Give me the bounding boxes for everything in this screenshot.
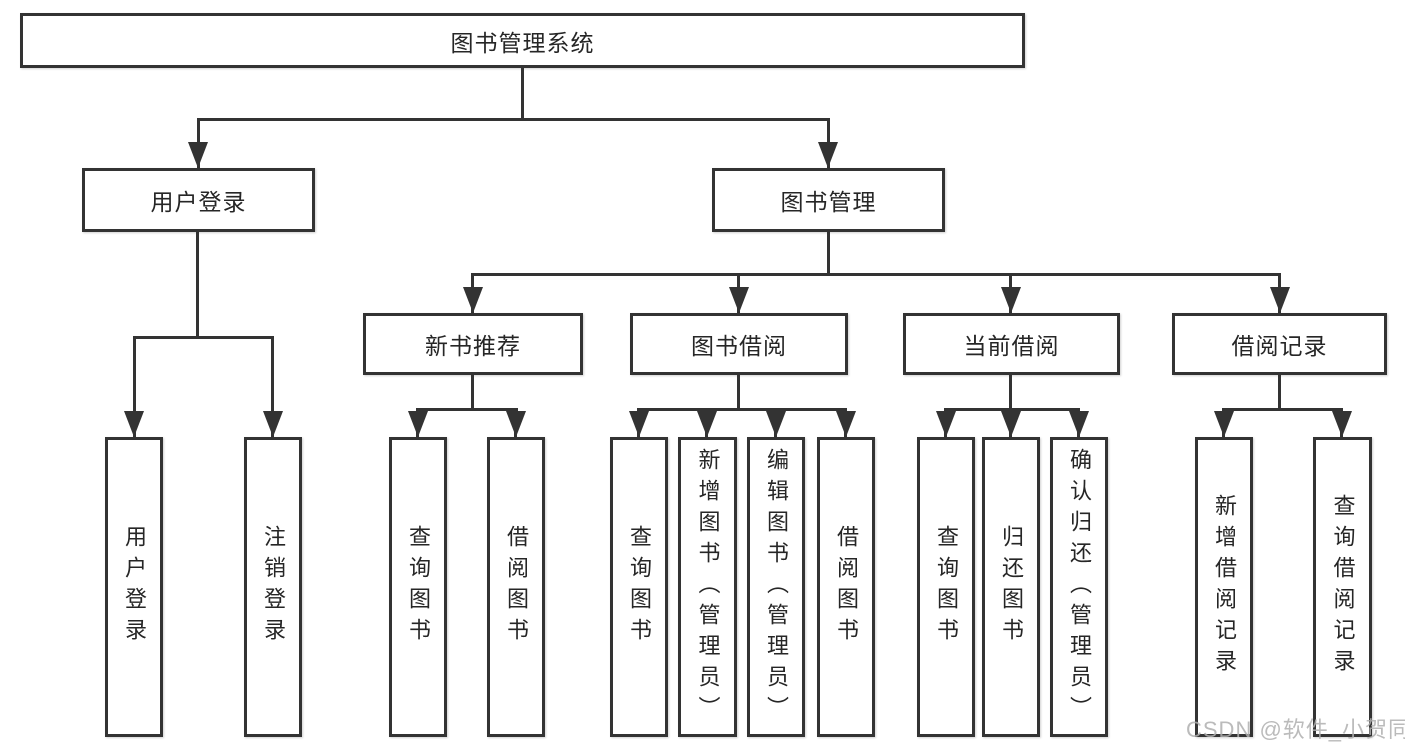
connector-line bbox=[827, 232, 830, 273]
connector-line bbox=[417, 408, 518, 411]
node-label: 查询图书 bbox=[406, 525, 431, 649]
node-new-book-recommendation: 新书推荐 bbox=[363, 313, 583, 375]
arrow-down-icon bbox=[936, 411, 956, 437]
leaf-add-borrow-record: 新增借阅记录 bbox=[1195, 437, 1253, 737]
leaf-edit-books-admin: 编辑图书（管理员） bbox=[747, 437, 805, 737]
connector-line bbox=[737, 375, 740, 408]
connector-line bbox=[1223, 408, 1343, 411]
leaf-return-books: 归还图书 bbox=[982, 437, 1040, 737]
arrow-down-icon bbox=[1214, 411, 1234, 437]
arrow-down-icon bbox=[729, 287, 749, 313]
arrow-down-icon bbox=[188, 142, 208, 168]
node-label: 新增借阅记录 bbox=[1212, 494, 1237, 680]
node-label: 图书管理 bbox=[780, 189, 877, 215]
arrow-down-icon bbox=[463, 287, 483, 313]
connector-line bbox=[521, 68, 524, 118]
node-label: 查询借阅记录 bbox=[1330, 494, 1356, 680]
node-label: 用户登录 bbox=[150, 189, 247, 215]
connector-line bbox=[196, 232, 199, 336]
node-label: 新书推荐 bbox=[425, 333, 521, 359]
arrow-down-icon bbox=[629, 411, 649, 437]
arrow-down-icon bbox=[1069, 411, 1089, 437]
arrow-down-icon bbox=[697, 411, 717, 437]
node-borrowing-records: 借阅记录 bbox=[1172, 313, 1387, 375]
arrow-down-icon bbox=[124, 411, 144, 437]
node-label: 借阅记录 bbox=[1231, 333, 1328, 359]
node-label: 借阅图书 bbox=[834, 525, 859, 649]
leaf-add-books-admin: 新增图书（管理员） bbox=[678, 437, 737, 737]
csdn-watermark: CSDN @软件_小贺同学 bbox=[1186, 717, 1405, 742]
connector-line bbox=[472, 273, 1281, 276]
arrow-down-icon bbox=[1332, 411, 1352, 437]
arrow-down-icon bbox=[1001, 411, 1021, 437]
node-user-login: 用户登录 bbox=[82, 168, 315, 232]
node-label: 用户登录 bbox=[122, 525, 147, 649]
node-label: 查询图书 bbox=[627, 525, 652, 649]
leaf-query-books: 查询图书 bbox=[610, 437, 668, 737]
node-label: 注销登录 bbox=[261, 525, 286, 649]
arrow-down-icon bbox=[408, 411, 428, 437]
connector-line bbox=[1009, 375, 1012, 408]
leaf-borrow-books: 借阅图书 bbox=[487, 437, 545, 737]
leaf-query-books: 查询图书 bbox=[917, 437, 975, 737]
node-book-borrowing: 图书借阅 bbox=[630, 313, 848, 375]
connector-line bbox=[197, 118, 830, 121]
connector-line bbox=[471, 375, 474, 408]
connector-line bbox=[271, 336, 274, 437]
node-label: 编辑图书（管理员） bbox=[764, 447, 789, 727]
connector-line bbox=[945, 408, 1080, 411]
node-label: 图书管理系统 bbox=[450, 29, 595, 56]
arrow-down-icon bbox=[836, 411, 856, 437]
node-root-library-management-system: 图书管理系统 bbox=[20, 13, 1025, 68]
arrow-down-icon bbox=[1001, 287, 1021, 313]
connector-line bbox=[1278, 375, 1281, 408]
leaf-user-login: 用户登录 bbox=[105, 437, 163, 737]
node-label: 新增图书（管理员） bbox=[695, 447, 721, 727]
arrow-down-icon bbox=[263, 411, 283, 437]
node-label: 图书借阅 bbox=[691, 333, 787, 359]
node-label: 确认归还（管理员） bbox=[1067, 447, 1092, 727]
connector-line bbox=[638, 408, 847, 411]
node-label: 借阅图书 bbox=[504, 525, 529, 649]
node-label: 归还图书 bbox=[999, 525, 1024, 649]
connector-line bbox=[133, 336, 136, 437]
leaf-borrow-books: 借阅图书 bbox=[817, 437, 875, 737]
connector-line bbox=[133, 336, 274, 339]
leaf-confirm-return-admin: 确认归还（管理员） bbox=[1050, 437, 1108, 737]
arrow-down-icon bbox=[1270, 287, 1290, 313]
node-label: 查询图书 bbox=[934, 525, 959, 649]
arrow-down-icon bbox=[766, 411, 786, 437]
node-book-management: 图书管理 bbox=[712, 168, 945, 232]
node-label: 当前借阅 bbox=[963, 333, 1060, 359]
arrow-down-icon bbox=[818, 142, 838, 168]
leaf-query-books: 查询图书 bbox=[389, 437, 447, 737]
arrow-down-icon bbox=[506, 411, 526, 437]
leaf-query-borrow-record: 查询借阅记录 bbox=[1313, 437, 1372, 737]
node-current-borrowing: 当前借阅 bbox=[903, 313, 1120, 375]
leaf-logout: 注销登录 bbox=[244, 437, 302, 737]
